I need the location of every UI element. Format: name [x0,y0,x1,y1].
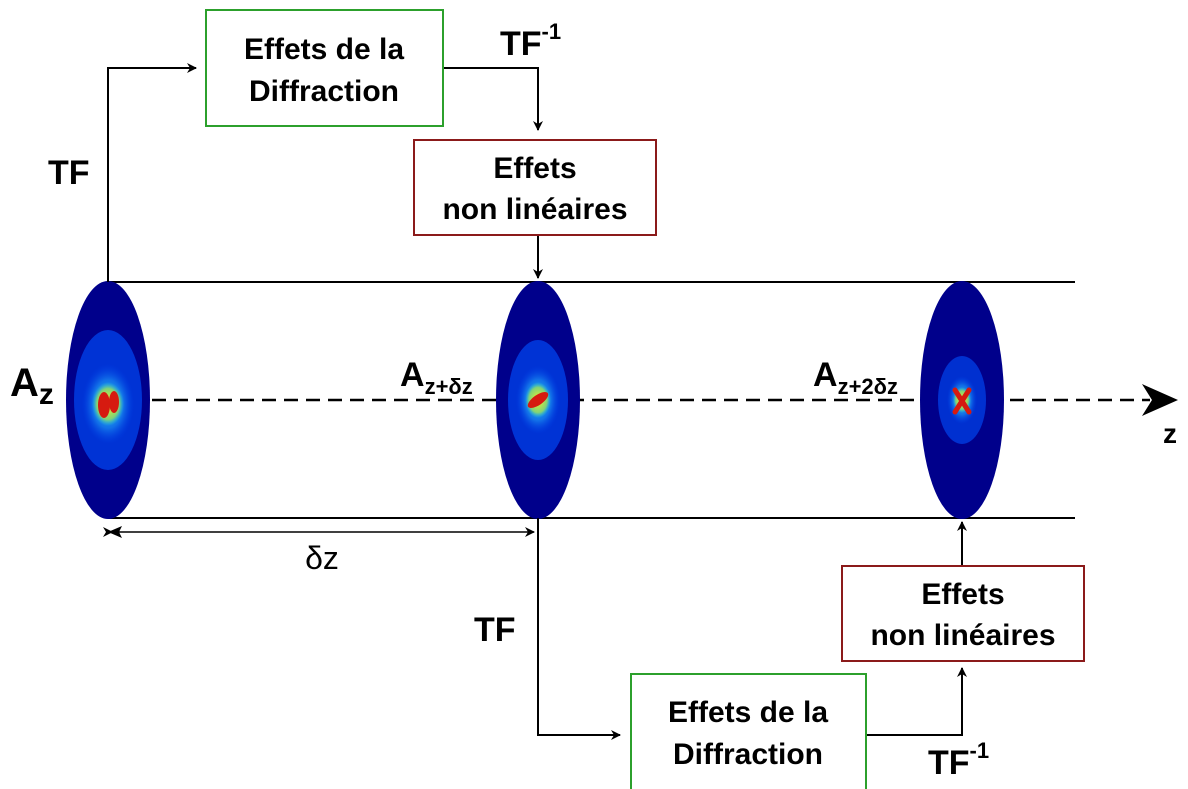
delta-z-arrow-left [108,526,122,538]
svg-text:Diffraction: Diffraction [673,738,823,771]
nonlinear-box-bottom: Effets non linéaires [841,565,1085,662]
svg-text:Az+δz: Az+δz [400,356,473,399]
label-a-z-plus-dz: Az+δz [400,356,473,399]
svg-text:non linéaires: non linéaires [870,619,1055,652]
label-tf-inv-bottom: TF-1 [928,738,989,782]
svg-text:Diffraction: Diffraction [249,75,399,108]
svg-text:Effets de la: Effets de la [668,696,828,729]
svg-text:Az+2δz: Az+2δz [813,356,898,399]
beam-slice-1 [496,281,580,519]
diffraction-box-top: Effets de la Diffraction [205,9,444,127]
svg-text:Az: Az [10,361,54,411]
delta-z-label: δz [305,540,339,576]
top-connector-tf [107,63,197,282]
axis-z-label: z [1163,418,1177,449]
bottom-connector-tf-inv [866,667,967,736]
label-tf-inv-top: TF-1 [500,19,561,63]
nonlinear-box-top: Effets non linéaires [413,139,657,236]
svg-text:Effets: Effets [493,152,576,185]
svg-text:Effets de la: Effets de la [244,33,404,66]
label-tf-top: TF [48,154,90,192]
svg-text:Effets: Effets [921,578,1004,611]
label-tf-bottom: TF [474,611,516,649]
label-a-z: Az [10,361,54,411]
axis-arrowhead [1142,384,1178,416]
beam-slice-0 [66,281,150,519]
beam-slice-2 [920,281,1004,519]
top-connector-tf-inv [443,67,543,131]
diffraction-box-bottom: Effets de la Diffraction [630,673,867,789]
svg-text:non linéaires: non linéaires [442,193,627,226]
label-a-z-plus-2dz: Az+2δz [813,356,898,399]
bottom-connector-tf [537,518,621,740]
